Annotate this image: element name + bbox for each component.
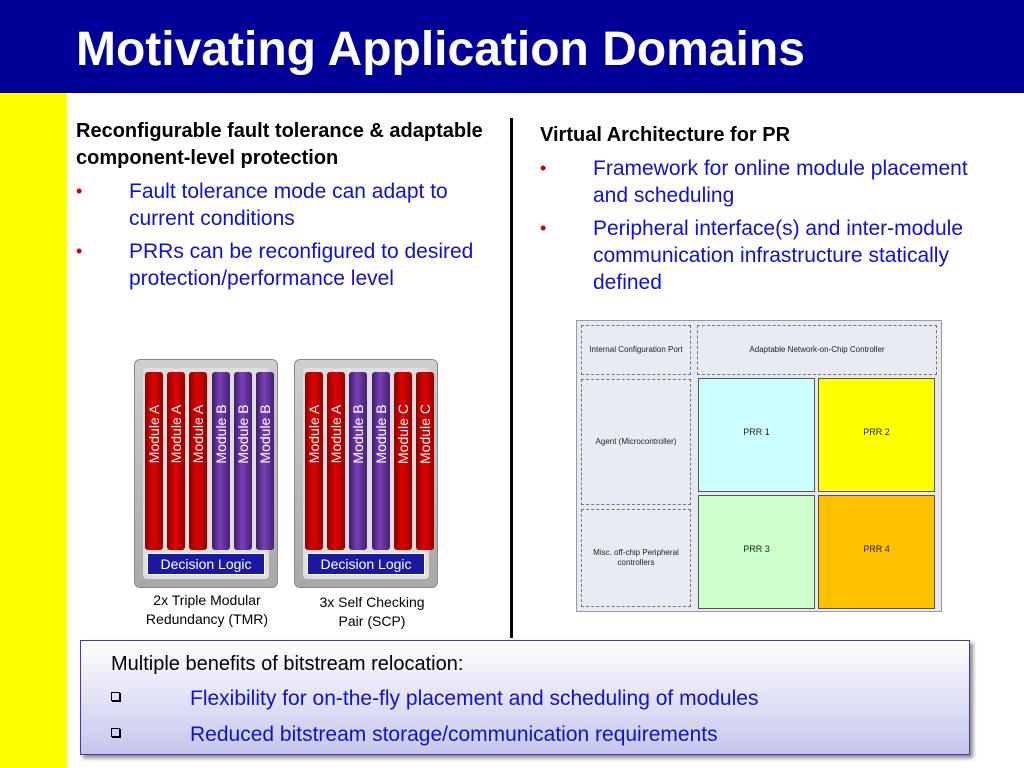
module-label: Module C bbox=[395, 404, 411, 464]
scp-module-6: Module C bbox=[416, 372, 434, 550]
tmr-decision-logic: Decision Logic bbox=[147, 553, 265, 575]
scp-panel-inner: Module A Module A Module B Module B Modu… bbox=[303, 368, 434, 579]
scp-module-3: Module B bbox=[349, 372, 367, 550]
bullet-text: PRRs can be reconfigured to desired prot… bbox=[129, 240, 474, 290]
prr-1-block: PRR 1 bbox=[698, 378, 815, 492]
tmr-panel: Module A Module A Module A Module B Modu… bbox=[134, 359, 278, 588]
module-label: Module A bbox=[328, 404, 344, 464]
module-label: Module B bbox=[373, 404, 389, 464]
left-bullet-list: • Fault tolerance mode can adapt to curre… bbox=[76, 178, 506, 292]
benefits-box: Multiple benefits of bitstream relocatio… bbox=[80, 640, 970, 755]
scp-module-5: Module C bbox=[394, 372, 412, 550]
scp-module-1: Module A bbox=[305, 372, 323, 550]
tmr-module-5: Module B bbox=[234, 372, 252, 550]
tmr-module-4: Module B bbox=[212, 372, 230, 550]
bullet-text: Framework for online module placement an… bbox=[593, 157, 968, 207]
bullet-dot-icon: • bbox=[76, 181, 83, 201]
benefit-text: Flexibility for on-the-fly placement and… bbox=[190, 687, 759, 710]
title-bar: Motivating Application Domains bbox=[0, 0, 1024, 93]
tmr-panel-inner: Module A Module A Module A Module B Modu… bbox=[143, 368, 274, 579]
module-label: Module A bbox=[306, 404, 322, 464]
module-label: Module A bbox=[190, 404, 206, 464]
benefit-text: Reduced bitstream storage/communication … bbox=[190, 723, 718, 746]
tmr-module-6: Module B bbox=[256, 372, 274, 550]
bullet-text: Peripheral interface(s) and inter-module… bbox=[593, 217, 964, 294]
tmr-caption-line: 2x Triple Modular bbox=[153, 592, 261, 608]
right-heading: Virtual Architecture for PR bbox=[540, 124, 791, 146]
tmr-module-2: Module A bbox=[167, 372, 185, 550]
agent-block: Agent (Microcontroller) bbox=[581, 379, 691, 505]
misc-peripheral-block: Misc. off-chip Peripheral controllers bbox=[581, 509, 691, 607]
scp-caption: 3x Self Checking Pair (SCP) bbox=[287, 593, 457, 631]
prr-3-block: PRR 3 bbox=[698, 495, 815, 609]
right-column: Virtual Architecture for PR • Framework f… bbox=[540, 122, 980, 296]
module-label: Module A bbox=[146, 404, 162, 464]
module-label: Module A bbox=[168, 404, 184, 464]
module-label: Module C bbox=[417, 404, 433, 464]
right-bullet-2: • Peripheral interface(s) and inter-modul… bbox=[540, 215, 980, 296]
bullet-dot-icon: • bbox=[540, 218, 547, 238]
bullet-dot-icon: • bbox=[540, 158, 547, 178]
module-label: Module B bbox=[257, 404, 273, 464]
scp-caption-line: 3x Self Checking bbox=[319, 594, 425, 610]
bullet-text: Fault tolerance mode can adapt to curren… bbox=[129, 180, 448, 230]
left-bullet-2: • PRRs can be reconfigured to desired pro… bbox=[76, 238, 506, 292]
benefit-item-1: Flexibility for on-the-fly placement and… bbox=[111, 687, 758, 711]
left-heading: Reconfigurable fault tolerance & adaptab… bbox=[76, 120, 483, 169]
square-bullet-icon bbox=[111, 691, 120, 701]
yellow-side-bar bbox=[0, 93, 67, 768]
tmr-module-3: Module A bbox=[189, 372, 207, 550]
module-label: Module B bbox=[213, 404, 229, 464]
tmr-module-1: Module A bbox=[145, 372, 163, 550]
prr-4-block: PRR 4 bbox=[818, 495, 935, 609]
scp-module-2: Module A bbox=[327, 372, 345, 550]
module-label: Module B bbox=[235, 404, 251, 464]
right-bullet-1: • Framework for online module placement a… bbox=[540, 155, 980, 209]
module-label: Module B bbox=[350, 404, 366, 464]
prr-2-block: PRR 2 bbox=[818, 378, 935, 492]
left-column: Reconfigurable fault tolerance & adaptab… bbox=[76, 118, 506, 292]
right-bullet-list: • Framework for online module placement a… bbox=[540, 155, 980, 296]
scp-decision-logic: Decision Logic bbox=[307, 553, 425, 575]
icp-block: Internal Configuration Port bbox=[581, 325, 691, 375]
slide-title: Motivating Application Domains bbox=[76, 23, 805, 76]
scp-caption-line: Pair (SCP) bbox=[338, 613, 406, 629]
left-bullet-1: • Fault tolerance mode can adapt to curre… bbox=[76, 178, 506, 232]
scp-panel: Module A Module A Module B Module B Modu… bbox=[294, 359, 438, 588]
bullet-dot-icon: • bbox=[76, 241, 83, 261]
tmr-caption-line: Redundancy (TMR) bbox=[145, 611, 269, 627]
tmr-caption: 2x Triple Modular Redundancy (TMR) bbox=[122, 591, 292, 629]
scp-module-4: Module B bbox=[372, 372, 390, 550]
virtual-architecture-diagram: Internal Configuration Port Adaptable Ne… bbox=[576, 320, 942, 612]
column-divider bbox=[510, 118, 513, 638]
square-bullet-icon bbox=[111, 727, 120, 737]
benefits-heading: Multiple benefits of bitstream relocatio… bbox=[111, 653, 464, 675]
noc-controller-block: Adaptable Network-on-Chip Controller bbox=[697, 325, 937, 375]
benefit-item-2: Reduced bitstream storage/communication … bbox=[111, 723, 718, 747]
